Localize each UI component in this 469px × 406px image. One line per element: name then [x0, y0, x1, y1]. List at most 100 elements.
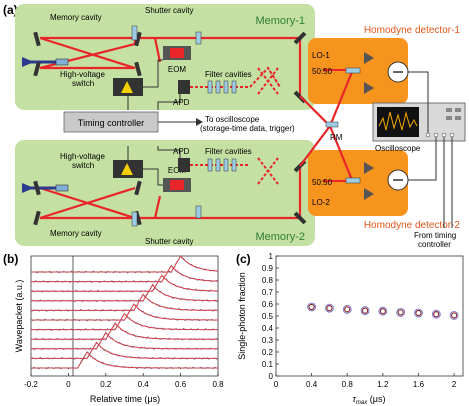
- apd-1: [178, 80, 190, 94]
- to-osc-arrowhead: [196, 118, 203, 126]
- panel-c-ytick-label: 0.6: [262, 300, 274, 309]
- shutter-cavity-label-2: Shutter cavity: [145, 237, 193, 246]
- scope-wires: [408, 71, 453, 228]
- wavepacket-data-trace: [30, 283, 219, 303]
- lo2-label: LO-2: [312, 198, 330, 207]
- wavepacket-fit-trace: [31, 255, 219, 273]
- shutter-window-2: [131, 211, 138, 227]
- fraction-point: [308, 303, 315, 311]
- fraction-point: [326, 305, 333, 312]
- panel-c-ytick-label: 0.7: [262, 288, 274, 297]
- apd-label-2: APD: [173, 147, 190, 156]
- panel-c-ylabel: Single-photon fraction: [237, 272, 247, 360]
- fraction-point: [397, 309, 404, 316]
- panel-c-xlabel-sub: max: [356, 400, 368, 406]
- memory-cavity-label-2: Memory cavity: [50, 229, 102, 238]
- panel-b-xtick-label: 0.4: [138, 380, 150, 389]
- memory2-label: Memory-2: [255, 231, 305, 243]
- fraction-point-ring: [449, 310, 459, 320]
- panel-c-ytick-label: 1: [269, 252, 274, 261]
- panel-c-ytick-label: 0.8: [262, 276, 274, 285]
- from-timing-label-2: controller: [418, 240, 451, 249]
- panel-b-xtick-label: 0.8: [212, 380, 224, 389]
- panel-c-ytick-label: 0.1: [262, 360, 274, 369]
- wavepacket-data-trace: [30, 293, 219, 312]
- from-timing-label-1: From timing: [414, 231, 456, 240]
- fraction-point-ring: [414, 308, 423, 318]
- hv-switch-label-1b: switch: [72, 79, 94, 88]
- wavepacket-fit-trace: [31, 303, 218, 321]
- panel-b-xtick-label: -0.2: [24, 380, 38, 389]
- apd-label-1: APD: [173, 98, 190, 107]
- panel-c-xtick-label: 1.6: [413, 380, 425, 389]
- panel-c-ytick-label: 0.4: [262, 324, 274, 333]
- lo1-label: LO-1: [312, 51, 330, 60]
- fraction-point: [450, 312, 458, 319]
- hd2-title: Homodyne detector-2: [364, 220, 461, 231]
- fraction-point: [361, 307, 369, 314]
- shutter-window-2b: [195, 205, 202, 219]
- fraction-point-ring: [342, 304, 352, 314]
- fraction-point-ring: [325, 303, 334, 313]
- fraction-point-ring: [360, 306, 370, 316]
- wavepacket-data-trace: [30, 304, 219, 322]
- panel-b-xlabel: Relative time (μs): [90, 394, 160, 404]
- wavepacket-fit-trace: [31, 331, 218, 350]
- wavepacket-fit-trace: [31, 312, 218, 331]
- hv-switch-label-2a: High-voltage: [60, 152, 105, 161]
- panel-b-ylabel: Wavepacket (a.u.): [14, 280, 24, 353]
- wavepacket-data-trace: [30, 265, 219, 283]
- bs2-label: 50:50: [312, 178, 333, 187]
- wavepacket-fit-trace: [31, 341, 218, 359]
- panel-c-xtick-label: 0: [274, 380, 279, 389]
- wavepacket-data-trace: [30, 313, 219, 332]
- hv-warning-icon-1: [121, 81, 133, 93]
- panel-c-ytick-label: 0.9: [262, 264, 274, 273]
- eom-1-core: [170, 48, 184, 58]
- control-wires: [127, 59, 181, 186]
- panel-c-xtick-label: 0.8: [342, 380, 354, 389]
- fraction-point-ring: [378, 306, 388, 316]
- panel-b-xtick-label: 0: [66, 380, 71, 389]
- oscilloscope: [372, 102, 466, 142]
- to-osc-label-1: To oscilloscope: [205, 115, 260, 124]
- panel-c-xtick-label: 1.2: [377, 380, 389, 389]
- wavepacket-data-trace: [30, 331, 219, 351]
- eom-1-label: EOM: [168, 65, 187, 74]
- panel-c-ytick-label: 0.2: [262, 348, 274, 357]
- fraction-point-ring: [396, 307, 406, 317]
- laser-arrow-1: [22, 57, 34, 67]
- panel-c-xtick-label: 0.4: [306, 380, 318, 389]
- filter-windows-2: [207, 158, 237, 172]
- to-osc-label-2: (storage-time data, trigger): [200, 124, 295, 133]
- panel-b-xtick-label: 0.2: [100, 380, 112, 389]
- bs1-label: 50:50: [312, 67, 333, 76]
- panel-c-xlabel-unit: (μs): [367, 394, 385, 404]
- fraction-point-ring: [307, 302, 317, 312]
- wavepacket-data-trace: [30, 275, 219, 293]
- fraction-point: [344, 306, 351, 313]
- wavepacket-data-trace: [31, 351, 219, 370]
- memory2-block: [15, 140, 315, 246]
- shutter-window-1b: [195, 31, 202, 45]
- panel-b-xtick-label: 0.6: [175, 380, 187, 389]
- laser-arrow-2: [22, 183, 34, 193]
- apd-2: [178, 158, 190, 172]
- wavepacket-fit-trace: [31, 293, 218, 311]
- shutter-cavity-label-1: Shutter cavity: [145, 6, 193, 15]
- eom-2-core: [170, 180, 184, 190]
- rm-label: RM: [330, 133, 343, 142]
- homodyne-1-internals: [323, 52, 409, 94]
- panel-a-label: (a): [3, 3, 18, 17]
- crystal-1: [55, 58, 69, 66]
- hv-switch-label-2b: switch: [72, 161, 94, 170]
- fraction-point: [433, 311, 440, 318]
- panel-b-axes: [30, 255, 219, 377]
- oscilloscope-label: Oscilloscope: [375, 144, 421, 153]
- panel-b-xticks: -0.2 0 0.2 0.4 0.6 0.8: [24, 373, 224, 389]
- timing-controller-label: Timing controller: [78, 118, 144, 128]
- eom-2-label: EOM: [168, 166, 187, 175]
- wavepacket-fit-trace: [31, 274, 218, 292]
- homodyne-2-internals: [323, 162, 409, 200]
